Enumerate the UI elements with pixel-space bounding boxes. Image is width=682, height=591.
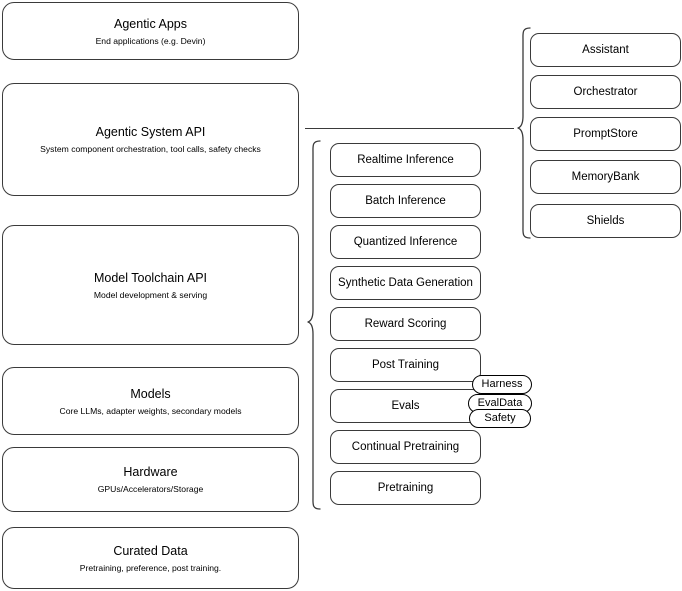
layer-box-hardware[interactable]: Hardware GPUs/Accelerators/Storage: [2, 447, 299, 512]
capability-label: Pretraining: [377, 482, 434, 494]
component-box-memorybank[interactable]: MemoryBank: [530, 160, 681, 194]
component-label: Shields: [586, 215, 625, 227]
layer-subtitle: System component orchestration, tool cal…: [40, 144, 261, 154]
system-brace-icon: [517, 27, 531, 239]
layer-box-agentic-system-api[interactable]: Agentic System API System component orch…: [2, 83, 299, 196]
capability-box-pretraining[interactable]: Pretraining: [330, 471, 481, 505]
layer-box-models[interactable]: Models Core LLMs, adapter weights, secon…: [2, 367, 299, 435]
layer-title: Curated Data: [113, 543, 188, 558]
capability-box-batch-inference[interactable]: Batch Inference: [330, 184, 481, 218]
layer-box-agentic-apps[interactable]: Agentic Apps End applications (e.g. Devi…: [2, 2, 299, 60]
layer-subtitle: Core LLMs, adapter weights, secondary mo…: [59, 405, 242, 416]
layer-subtitle: Pretraining, preference, post training.: [79, 562, 222, 573]
eval-badge-safety[interactable]: Safety: [469, 409, 531, 428]
layer-subtitle: Model development & serving: [93, 289, 208, 300]
component-box-assistant[interactable]: Assistant: [530, 33, 681, 67]
capability-label: Batch Inference: [365, 195, 446, 207]
capability-label: Evals: [391, 400, 420, 412]
layer-title: Agentic System API: [95, 125, 206, 139]
capability-label: Post Training: [371, 359, 440, 371]
component-box-shields[interactable]: Shields: [530, 204, 681, 238]
capability-box-reward-scoring[interactable]: Reward Scoring: [330, 307, 481, 341]
capability-box-realtime-inference[interactable]: Realtime Inference: [330, 143, 481, 177]
layer-subtitle: End applications (e.g. Devin): [95, 35, 206, 46]
eval-badge-harness[interactable]: Harness: [472, 375, 532, 394]
capability-box-post-training[interactable]: Post Training: [330, 348, 481, 382]
layer-box-curated-data[interactable]: Curated Data Pretraining, preference, po…: [2, 527, 299, 589]
eval-badge-label: Safety: [484, 412, 516, 424]
component-label: PromptStore: [573, 128, 638, 140]
layer-title: Model Toolchain API: [93, 270, 208, 285]
capability-box-evals[interactable]: Evals: [330, 389, 481, 423]
component-label: Orchestrator: [573, 86, 638, 98]
component-box-promptstore[interactable]: PromptStore: [530, 117, 681, 151]
capability-box-quantized-inference[interactable]: Quantized Inference: [330, 225, 481, 259]
system-api-connector-line: [305, 128, 514, 130]
layer-box-model-toolchain-api[interactable]: Model Toolchain API Model development & …: [2, 225, 299, 345]
component-label: Assistant: [582, 44, 629, 56]
capability-label: Realtime Inference: [357, 154, 454, 166]
eval-badge-label: EvalData: [477, 397, 523, 409]
layer-title: Hardware: [123, 465, 178, 479]
toolchain-brace-icon: [307, 140, 321, 510]
capability-label: Synthetic Data Generation: [338, 277, 473, 289]
capability-box-continual-pretraining[interactable]: Continual Pretraining: [330, 430, 481, 464]
layer-subtitle: GPUs/Accelerators/Storage: [97, 484, 204, 494]
capability-label: Reward Scoring: [364, 318, 447, 330]
capability-label: Quantized Inference: [353, 236, 458, 248]
layer-title: Models: [130, 386, 171, 401]
eval-badge-label: Harness: [481, 378, 523, 390]
capability-box-synthetic-data-generation[interactable]: Synthetic Data Generation: [330, 266, 481, 300]
capability-label: Continual Pretraining: [351, 441, 460, 453]
component-box-orchestrator[interactable]: Orchestrator: [530, 75, 681, 109]
layer-title: Agentic Apps: [114, 16, 187, 31]
component-label: MemoryBank: [571, 171, 640, 183]
